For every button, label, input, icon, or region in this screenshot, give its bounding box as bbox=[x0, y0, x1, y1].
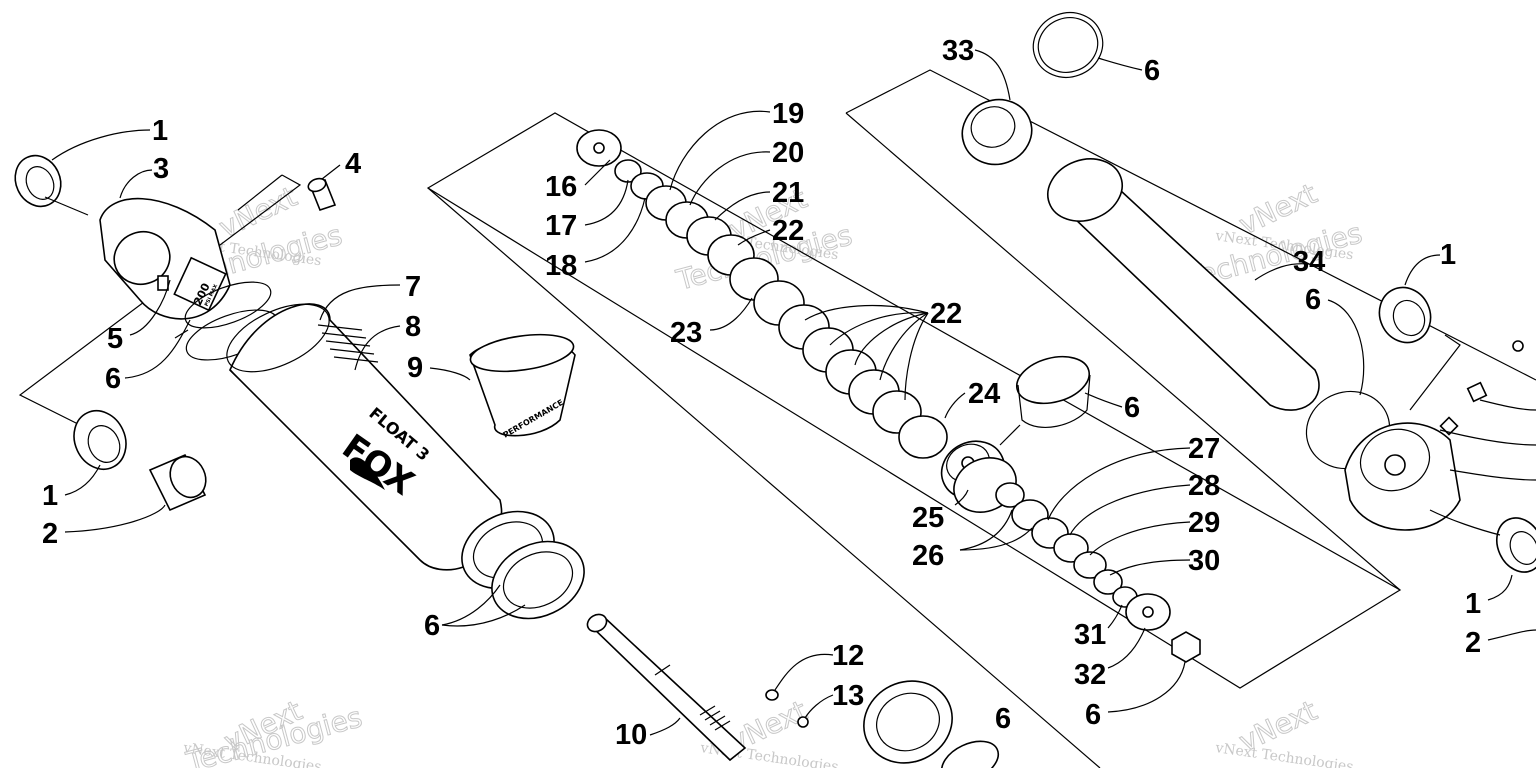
callout-label: 13 bbox=[832, 680, 864, 712]
part-performance-ring: PERFORMANCE bbox=[469, 333, 576, 440]
part-nut bbox=[1171, 631, 1201, 663]
callout-label: 28 bbox=[1188, 470, 1220, 502]
callout-label: 19 bbox=[772, 98, 804, 130]
part-spacer-sleeve bbox=[148, 453, 207, 512]
callout-label: 29 bbox=[1188, 507, 1220, 539]
right-box-edge bbox=[845, 112, 1401, 591]
callout-label: 1 bbox=[42, 480, 58, 512]
leader-lines bbox=[44, 49, 1536, 736]
part-small-right bbox=[1439, 340, 1524, 436]
callout-label: 22 bbox=[772, 215, 804, 247]
callout-label: 24 bbox=[968, 378, 1000, 410]
callout-label: 6 bbox=[105, 363, 121, 395]
callout-label: 16 bbox=[545, 171, 577, 203]
grouping-lines bbox=[18, 69, 1536, 768]
fox-logo-icon bbox=[350, 457, 385, 490]
callout-label: 6 bbox=[1305, 284, 1321, 316]
callout-label: 6 bbox=[1085, 699, 1101, 731]
callout-label: 5 bbox=[107, 323, 123, 355]
watermark-text: vNext Technologies bbox=[1213, 740, 1354, 768]
part-bumper bbox=[961, 98, 1033, 166]
callout-label: 22 bbox=[930, 298, 962, 330]
part-eyelet-far-right bbox=[1496, 517, 1536, 573]
part-reservoir-cap: 200 PSI MAX bbox=[99, 197, 231, 320]
callout-label: 4 bbox=[345, 148, 361, 180]
part-set-screw bbox=[765, 689, 779, 701]
callout-label: 1 bbox=[1440, 239, 1456, 271]
part-shim-stack-lower bbox=[995, 482, 1171, 631]
callout-label: 6 bbox=[995, 703, 1011, 735]
callout-label: 8 bbox=[405, 311, 421, 343]
part-seals-lower bbox=[461, 510, 585, 620]
callout-label: 1 bbox=[152, 115, 168, 147]
callout-label: 33 bbox=[942, 35, 974, 67]
callout-label: 6 bbox=[424, 610, 440, 642]
callout-label: 25 bbox=[912, 502, 944, 534]
callout-label: 6 bbox=[1124, 392, 1140, 424]
callout-label: 10 bbox=[615, 719, 647, 751]
callout-label: 7 bbox=[405, 271, 421, 303]
part-ball bbox=[797, 716, 809, 728]
part-eyelet-right bbox=[1378, 286, 1432, 344]
callout-label: 1 bbox=[1465, 588, 1481, 620]
callout-label: 30 bbox=[1188, 545, 1220, 577]
part-shim-stack bbox=[576, 129, 948, 459]
callout-label: 31 bbox=[1074, 619, 1106, 651]
part-bushing-small bbox=[307, 177, 337, 211]
callout-label: 3 bbox=[153, 153, 169, 185]
callout-label: 23 bbox=[670, 317, 702, 349]
part-eyelet-head-right bbox=[1344, 422, 1461, 531]
callout-label: 12 bbox=[832, 640, 864, 672]
part-air-sleeve bbox=[1047, 158, 1320, 411]
callout-label: 2 bbox=[42, 518, 58, 550]
callout-label: 2 bbox=[1465, 627, 1481, 659]
callout-labels: 1 3 4 5 6 1 2 7 8 9 6 10 12 13 16 17 18 … bbox=[42, 35, 1481, 751]
right-group-box bbox=[845, 69, 1536, 381]
callout-label: 17 bbox=[545, 210, 577, 242]
middle-box-left-edge bbox=[427, 187, 1101, 768]
part-oring-top-right bbox=[1032, 12, 1104, 78]
callout-label: 20 bbox=[772, 137, 804, 169]
left-bracket-top bbox=[237, 174, 283, 211]
part-seal-bottom bbox=[863, 680, 1000, 768]
callout-label: 6 bbox=[1144, 55, 1160, 87]
part-eyelet-top bbox=[14, 154, 62, 208]
callout-label: 21 bbox=[772, 177, 804, 209]
part-piston-band bbox=[1016, 355, 1091, 429]
callout-label: 34 bbox=[1293, 246, 1325, 278]
part-eyelet-lower bbox=[73, 410, 127, 470]
callout-label: 26 bbox=[912, 540, 944, 572]
callout-label: 32 bbox=[1074, 659, 1106, 691]
callout-label: 9 bbox=[407, 352, 423, 384]
callout-label: 18 bbox=[545, 250, 577, 282]
part-shaft bbox=[586, 613, 747, 762]
part-shock-body: FLOAT 3 FOX bbox=[226, 303, 503, 571]
right-side-bracket bbox=[1409, 334, 1461, 411]
callout-label: 27 bbox=[1188, 433, 1220, 465]
